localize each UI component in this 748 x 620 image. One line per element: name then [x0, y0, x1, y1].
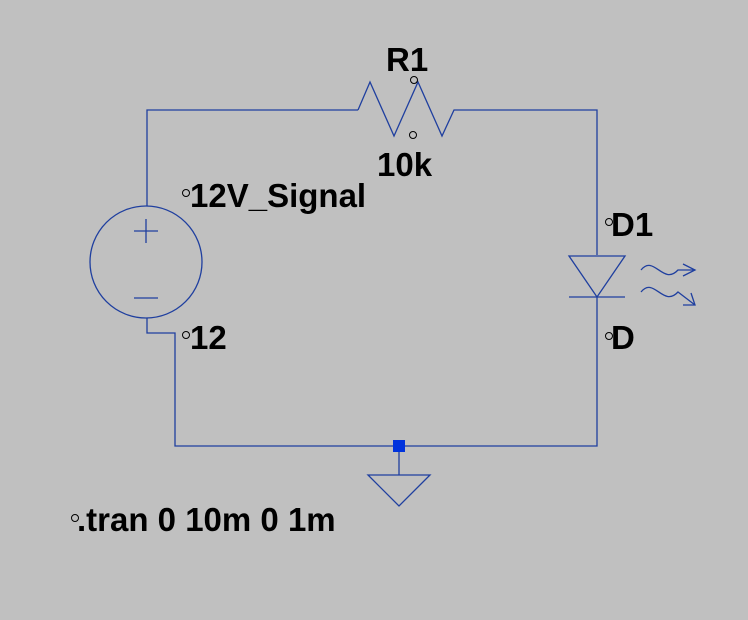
- source-value-anchor: [182, 331, 190, 339]
- wires[interactable]: [146, 109, 598, 475]
- diode-model-anchor: [605, 332, 613, 340]
- resistor-value-label[interactable]: 10k: [377, 146, 433, 183]
- diode-triangle[interactable]: [567, 255, 627, 299]
- wire-top-right[interactable]: [466, 109, 598, 255]
- resistor-zigzag[interactable]: [357, 80, 466, 138]
- diode-ref-label[interactable]: D1: [611, 206, 653, 243]
- led-emission-arrow-top: [640, 264, 695, 276]
- resistor-ref-label[interactable]: R1: [386, 41, 428, 78]
- wire-top-left[interactable]: [146, 109, 358, 202]
- source-name-anchor: [182, 189, 190, 197]
- diode-ref-anchor: [605, 218, 613, 226]
- led-icon: [640, 263, 697, 306]
- resistor-ref-anchor: [410, 76, 418, 84]
- ground-triangle[interactable]: [366, 474, 432, 507]
- wire-right-bottom[interactable]: [399, 297, 598, 447]
- source-name-label[interactable]: 12V_Signal: [190, 177, 366, 214]
- led-arrowhead-top: [682, 263, 697, 277]
- led-emission-arrow-bottom: [640, 286, 696, 306]
- ground-icon[interactable]: [366, 474, 432, 507]
- wire-left-bottom[interactable]: [146, 318, 399, 447]
- tran-directive[interactable]: .tran 0 10m 0 1m: [77, 501, 336, 538]
- diode-d1[interactable]: [567, 218, 697, 340]
- diode-model-label[interactable]: D: [611, 319, 635, 356]
- resistor-r1[interactable]: [357, 76, 466, 139]
- directive-anchor: [71, 514, 79, 522]
- source-value-label[interactable]: 12: [190, 319, 227, 356]
- source-circle[interactable]: [89, 205, 203, 319]
- resistor-value-anchor: [409, 131, 417, 139]
- voltage-source[interactable]: [89, 189, 203, 339]
- junction-dot[interactable]: [393, 440, 405, 452]
- led-arrowhead-bottom: [683, 292, 696, 306]
